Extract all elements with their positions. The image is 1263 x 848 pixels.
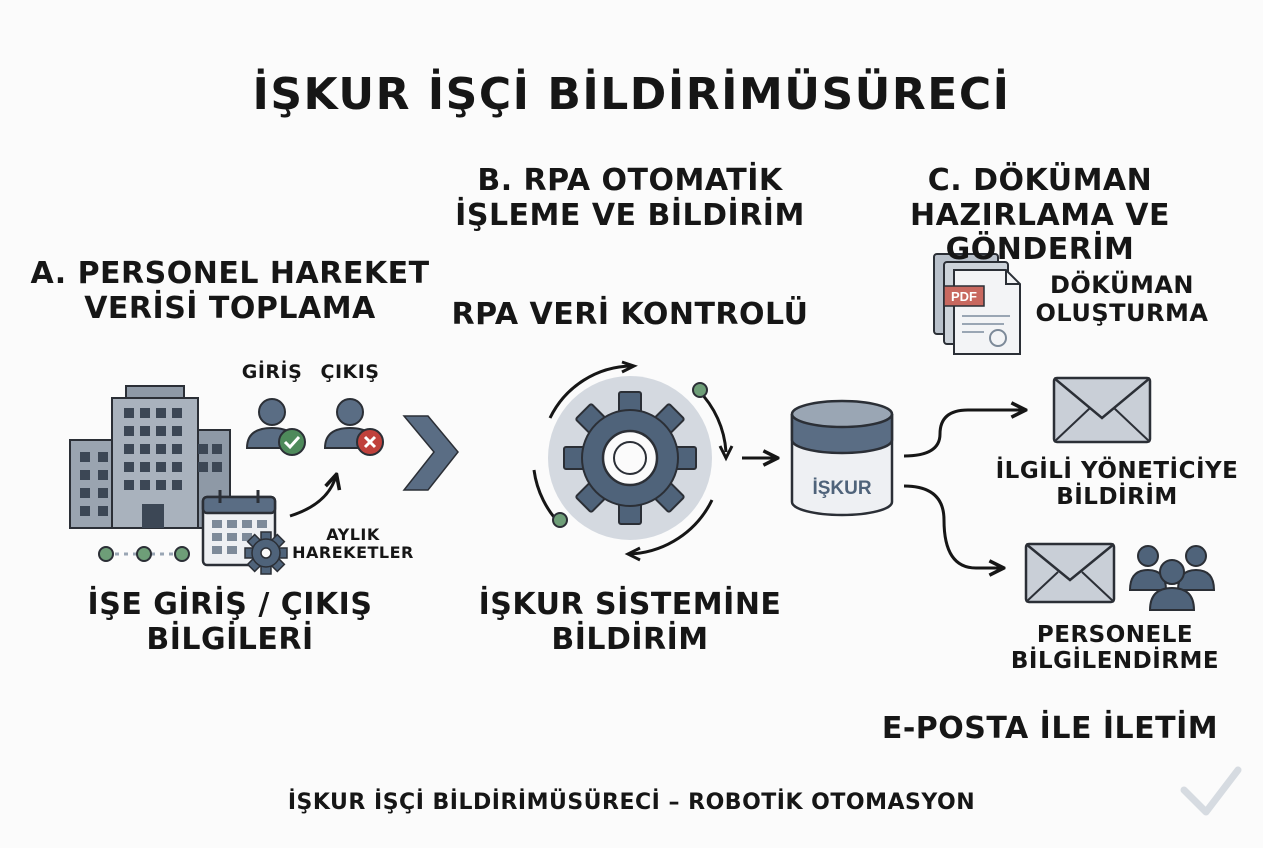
section-a-heading-line1: A. PERSONEL HAREKET xyxy=(30,256,430,291)
section-a-caption-line1: İŞE GİRİŞ / ÇIKIŞ xyxy=(87,587,373,622)
section-c-heading: C. DÖKÜMAN HAZIRLAMA VE GÖNDERİM xyxy=(830,163,1250,268)
staff-label-line2: BİLGİLENDİRME xyxy=(1010,648,1220,675)
monthly-label-line1: AYLIK xyxy=(326,525,380,544)
staff-notification-label: PERSONELE BİLGİLENDİRME xyxy=(990,622,1240,675)
gear-icon xyxy=(563,391,697,525)
section-b-caption-line1: İŞKUR SİSTEMİNE xyxy=(478,587,782,622)
people-group-icon xyxy=(1128,545,1216,611)
envelope-icon-staff xyxy=(1024,542,1116,604)
section-chevron xyxy=(402,415,459,491)
document-stack-icon: PDF xyxy=(933,253,1021,355)
page-footer: İŞKUR İŞÇİ BİLDİRİMÜSÜRECİ – ROBOTİK OTO… xyxy=(287,790,976,815)
manager-label-line2: BİLDİRİM xyxy=(1056,484,1178,511)
timeline-dots xyxy=(98,546,190,562)
exit-person-icon xyxy=(323,398,384,456)
small-gear-icon xyxy=(244,531,288,575)
monthly-arrow xyxy=(289,476,336,518)
section-a-heading: A. PERSONEL HAREKET VERİSİ TOPLAMA xyxy=(20,256,440,326)
section-b-caption: İŞKUR SİSTEMİNE BİLDİRİM xyxy=(440,587,820,657)
monthly-movements-label: AYLIK HAREKETLER xyxy=(288,525,418,563)
section-a-caption: İŞE GİRİŞ / ÇIKIŞ BİLGİLERİ xyxy=(20,587,440,657)
section-b-heading-line1: B. RPA OTOMATİK xyxy=(477,163,783,198)
document-creation-label: DÖKÜMAN OLUŞTURMA xyxy=(1024,271,1220,327)
section-a-caption-line2: BİLGİLERİ xyxy=(146,621,314,657)
office-building-icon xyxy=(69,385,231,529)
section-b-heading: B. RPA OTOMATİK İŞLEME VE BİLDİRİM xyxy=(430,163,830,233)
manager-notification-label: İLGİLİ YÖNETİCİYE BİLDİRİM xyxy=(982,458,1252,511)
section-c-heading-line2: HAZIRLAMA VE GÖNDERİM xyxy=(910,197,1170,267)
rpa-control-label: RPA VERİ KONTROLÜ xyxy=(451,297,809,332)
section-b-caption-line2: BİLDİRİM xyxy=(551,621,709,657)
branch-arrow-top xyxy=(903,410,1024,458)
branch-arrow-bottom xyxy=(903,484,1002,568)
cross-badge-icon xyxy=(356,428,384,456)
exit-label: ÇIKIŞ xyxy=(320,361,380,383)
watermark-check-icon xyxy=(1180,766,1242,816)
database-icon: İŞKUR xyxy=(790,399,894,517)
pdf-label: PDF xyxy=(951,289,977,304)
entry-label: GİRİŞ xyxy=(241,361,303,383)
doc-label-line2: OLUŞTURMA xyxy=(1035,298,1209,327)
envelope-icon xyxy=(1052,376,1152,444)
check-badge-icon xyxy=(278,428,306,456)
section-c-heading-line1: C. DÖKÜMAN xyxy=(927,163,1153,198)
entry-person-icon xyxy=(245,398,306,456)
email-transmission-caption: E-POSTA İLE İLETİM xyxy=(881,711,1219,746)
section-a-heading-line2: VERİSİ TOPLAMA xyxy=(84,290,376,326)
manager-label-line1: İLGİLİ YÖNETİCİYE xyxy=(995,458,1239,484)
database-label: İŞKUR xyxy=(812,478,871,499)
staff-label-line1: PERSONELE xyxy=(1036,622,1194,648)
doc-label-line1: DÖKÜMAN xyxy=(1049,271,1195,299)
section-b-heading-line2: İŞLEME VE BİLDİRİM xyxy=(455,197,805,233)
monthly-label-line2: HAREKETLER xyxy=(292,543,414,563)
page-title: İŞKUR İŞÇİ BİLDİRİMÜSÜRECİ xyxy=(252,69,1011,120)
